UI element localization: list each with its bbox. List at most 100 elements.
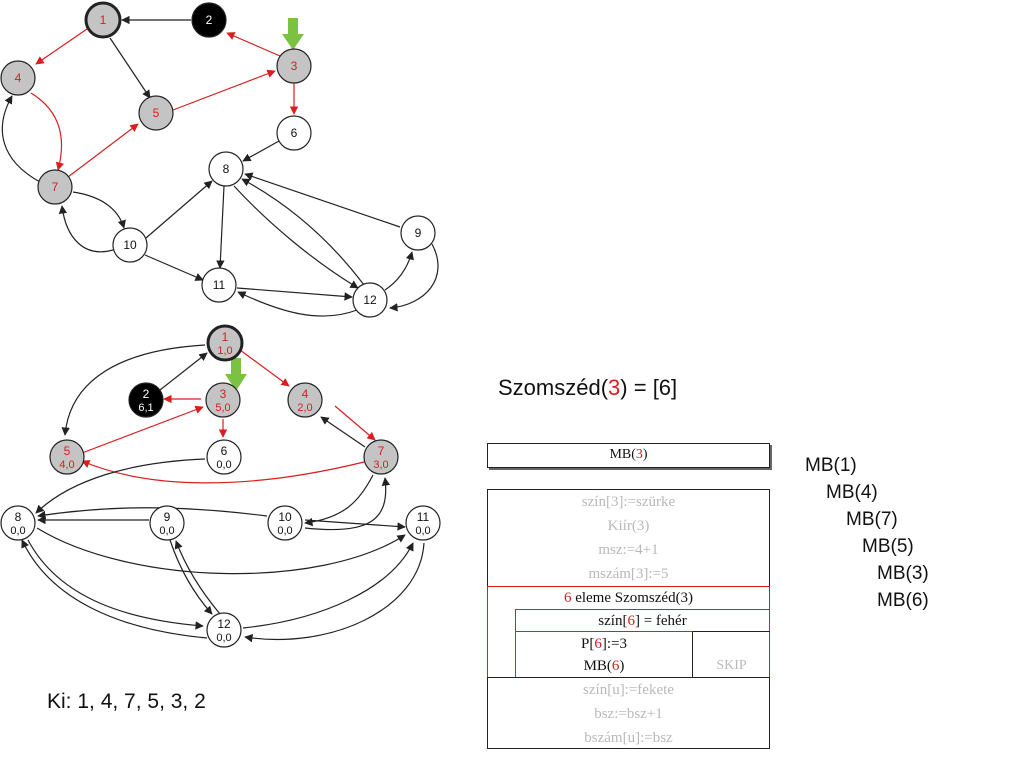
- graph-node-label: 6: [221, 444, 228, 458]
- edge2-7-5: [81, 460, 365, 484]
- graph-node-label: 7: [378, 444, 385, 458]
- graph-node-label: 4: [15, 71, 22, 85]
- graph-node-9: 9: [400, 215, 436, 251]
- then-stmt-recursive-call: MB(6): [583, 658, 625, 674]
- edge-10-7: [58, 205, 114, 253]
- edge-9-8: [244, 172, 401, 228]
- edge2-10-7: [304, 477, 391, 531]
- edge-12-11: [237, 291, 358, 317]
- edge2-12-9: [174, 540, 221, 615]
- graph-node-8: 8: [208, 151, 244, 187]
- call-stack-item: MB(5): [862, 536, 914, 557]
- graph-node-4: 42,0: [287, 382, 323, 418]
- graph-node-label: 10: [123, 238, 137, 252]
- edge-8-12: [233, 185, 359, 289]
- edge2-10-8: [37, 507, 268, 520]
- neighbors-prefix: Szomszéd(: [498, 375, 609, 400]
- graph-node-1: 1: [84, 1, 122, 39]
- edge-11-12: [236, 287, 353, 301]
- graph-node-label: 12: [217, 617, 231, 631]
- graph2-nodes: 11,026,135,042,054,060,073,080,090,0100,…: [0, 324, 441, 648]
- edge-4-7: [30, 92, 65, 171]
- neighbors-suffix: ) = [6]: [620, 375, 678, 400]
- graph-node-1: 11,0: [206, 324, 244, 362]
- edge2-4-7: [334, 405, 376, 441]
- graph-node-4: 4: [0, 60, 36, 96]
- graph-node-times: 0,0: [10, 525, 25, 537]
- graph-node-label: 2: [206, 13, 213, 27]
- stmt-bsz: bsz:=bsz+1: [594, 706, 663, 722]
- current-node-arrow-icon: [282, 18, 304, 50]
- graph-node-times: 4,0: [59, 459, 74, 471]
- graph-node-label: 5: [153, 106, 160, 120]
- stmt-color-black: szín[u]:=fekete: [583, 682, 674, 698]
- neighbors-heading: Szomszéd(3) = [6]: [498, 375, 677, 401]
- edge-1-4: [35, 28, 88, 65]
- graph1-edges: [1, 15, 439, 317]
- if-condition: szín[6] = fehér: [598, 613, 687, 629]
- edge2-12-8: [21, 539, 208, 639]
- edge2-8-11: [36, 527, 406, 575]
- edge2-10-11: [304, 519, 406, 531]
- graph-node-10: 100,0: [267, 505, 303, 541]
- graph-node-12: 120,0: [206, 612, 242, 648]
- edge-3-2: [226, 32, 281, 57]
- graph-node-label: 11: [213, 278, 226, 292]
- graph-node-label: 7: [52, 180, 59, 194]
- edge2-1-5: [61, 344, 206, 436]
- graph-node-2: 26,1: [128, 382, 164, 418]
- edge-10-8: [145, 180, 213, 239]
- graph-node-times: 2,0: [297, 402, 312, 414]
- graph-node-label: 11: [417, 510, 430, 524]
- stmt-print: Kiír(3): [607, 518, 650, 534]
- edge-8-11: [216, 185, 225, 269]
- edge-7-4: [1, 95, 41, 183]
- graph-node-times: 0,0: [216, 632, 231, 644]
- output-text: Ki: 1, 4, 7, 5, 3, 2: [47, 690, 206, 713]
- graph-node-times: 1,0: [217, 345, 232, 357]
- graph-node-label: 12: [363, 293, 377, 307]
- graph-node-6: 60,0: [206, 439, 242, 475]
- graph-node-11: 110,0: [405, 505, 441, 541]
- call-stack-item: MB(6): [877, 590, 929, 611]
- stmt-color-gray: szín[3]:=szürke: [581, 494, 676, 510]
- graph-node-label: 8: [15, 510, 22, 524]
- call-stack-item: MB(7): [846, 509, 898, 530]
- edge2-8-12: [27, 539, 204, 630]
- edge-10-11: [144, 254, 204, 281]
- graph-node-label: 1: [100, 13, 107, 27]
- then-branch: [515, 631, 693, 678]
- loop-header: 6 eleme Szomszéd(3): [563, 590, 694, 606]
- else-divider: [693, 631, 770, 632]
- graph-node-3: 3: [276, 48, 312, 84]
- graph-node-6: 6: [276, 115, 312, 151]
- graph-node-times: 5,0: [215, 402, 230, 414]
- graph-node-label: 2: [143, 387, 150, 401]
- graph-node-times: 0,0: [159, 525, 174, 537]
- call-stack-item: MB(1): [805, 455, 857, 476]
- edge-7-5: [67, 123, 139, 178]
- edge2-7-4: [320, 416, 366, 448]
- graph-node-11: 11: [201, 267, 237, 303]
- stmt-mszam: mszám[3]:=5: [588, 566, 669, 582]
- graph-node-times: 0,0: [415, 525, 430, 537]
- edge-7-10: [72, 191, 126, 229]
- graph-node-label: 9: [415, 226, 422, 240]
- graph-node-2: 2: [191, 2, 227, 38]
- graph-node-times: 6,1: [138, 402, 153, 414]
- procedure-header: MB(3): [609, 447, 648, 462]
- graph-node-label: 9: [164, 510, 171, 524]
- call-stack-item: MB(3): [877, 563, 929, 584]
- graph-node-9: 90,0: [149, 505, 185, 541]
- graph-node-times: 0,0: [216, 459, 231, 471]
- then-stmt-parent: P[6]:=3: [581, 636, 627, 652]
- edge2-11-12: [244, 542, 425, 643]
- edge2-6-8: [35, 458, 206, 514]
- edge-9-12: [389, 243, 439, 312]
- graph-node-label: 1: [222, 330, 229, 344]
- else-skip: SKIP: [716, 658, 747, 673]
- stmt-bszam: bszám[u]:=bsz: [584, 730, 673, 746]
- edge-6-8: [242, 140, 280, 162]
- graph-node-7: 7: [37, 169, 73, 205]
